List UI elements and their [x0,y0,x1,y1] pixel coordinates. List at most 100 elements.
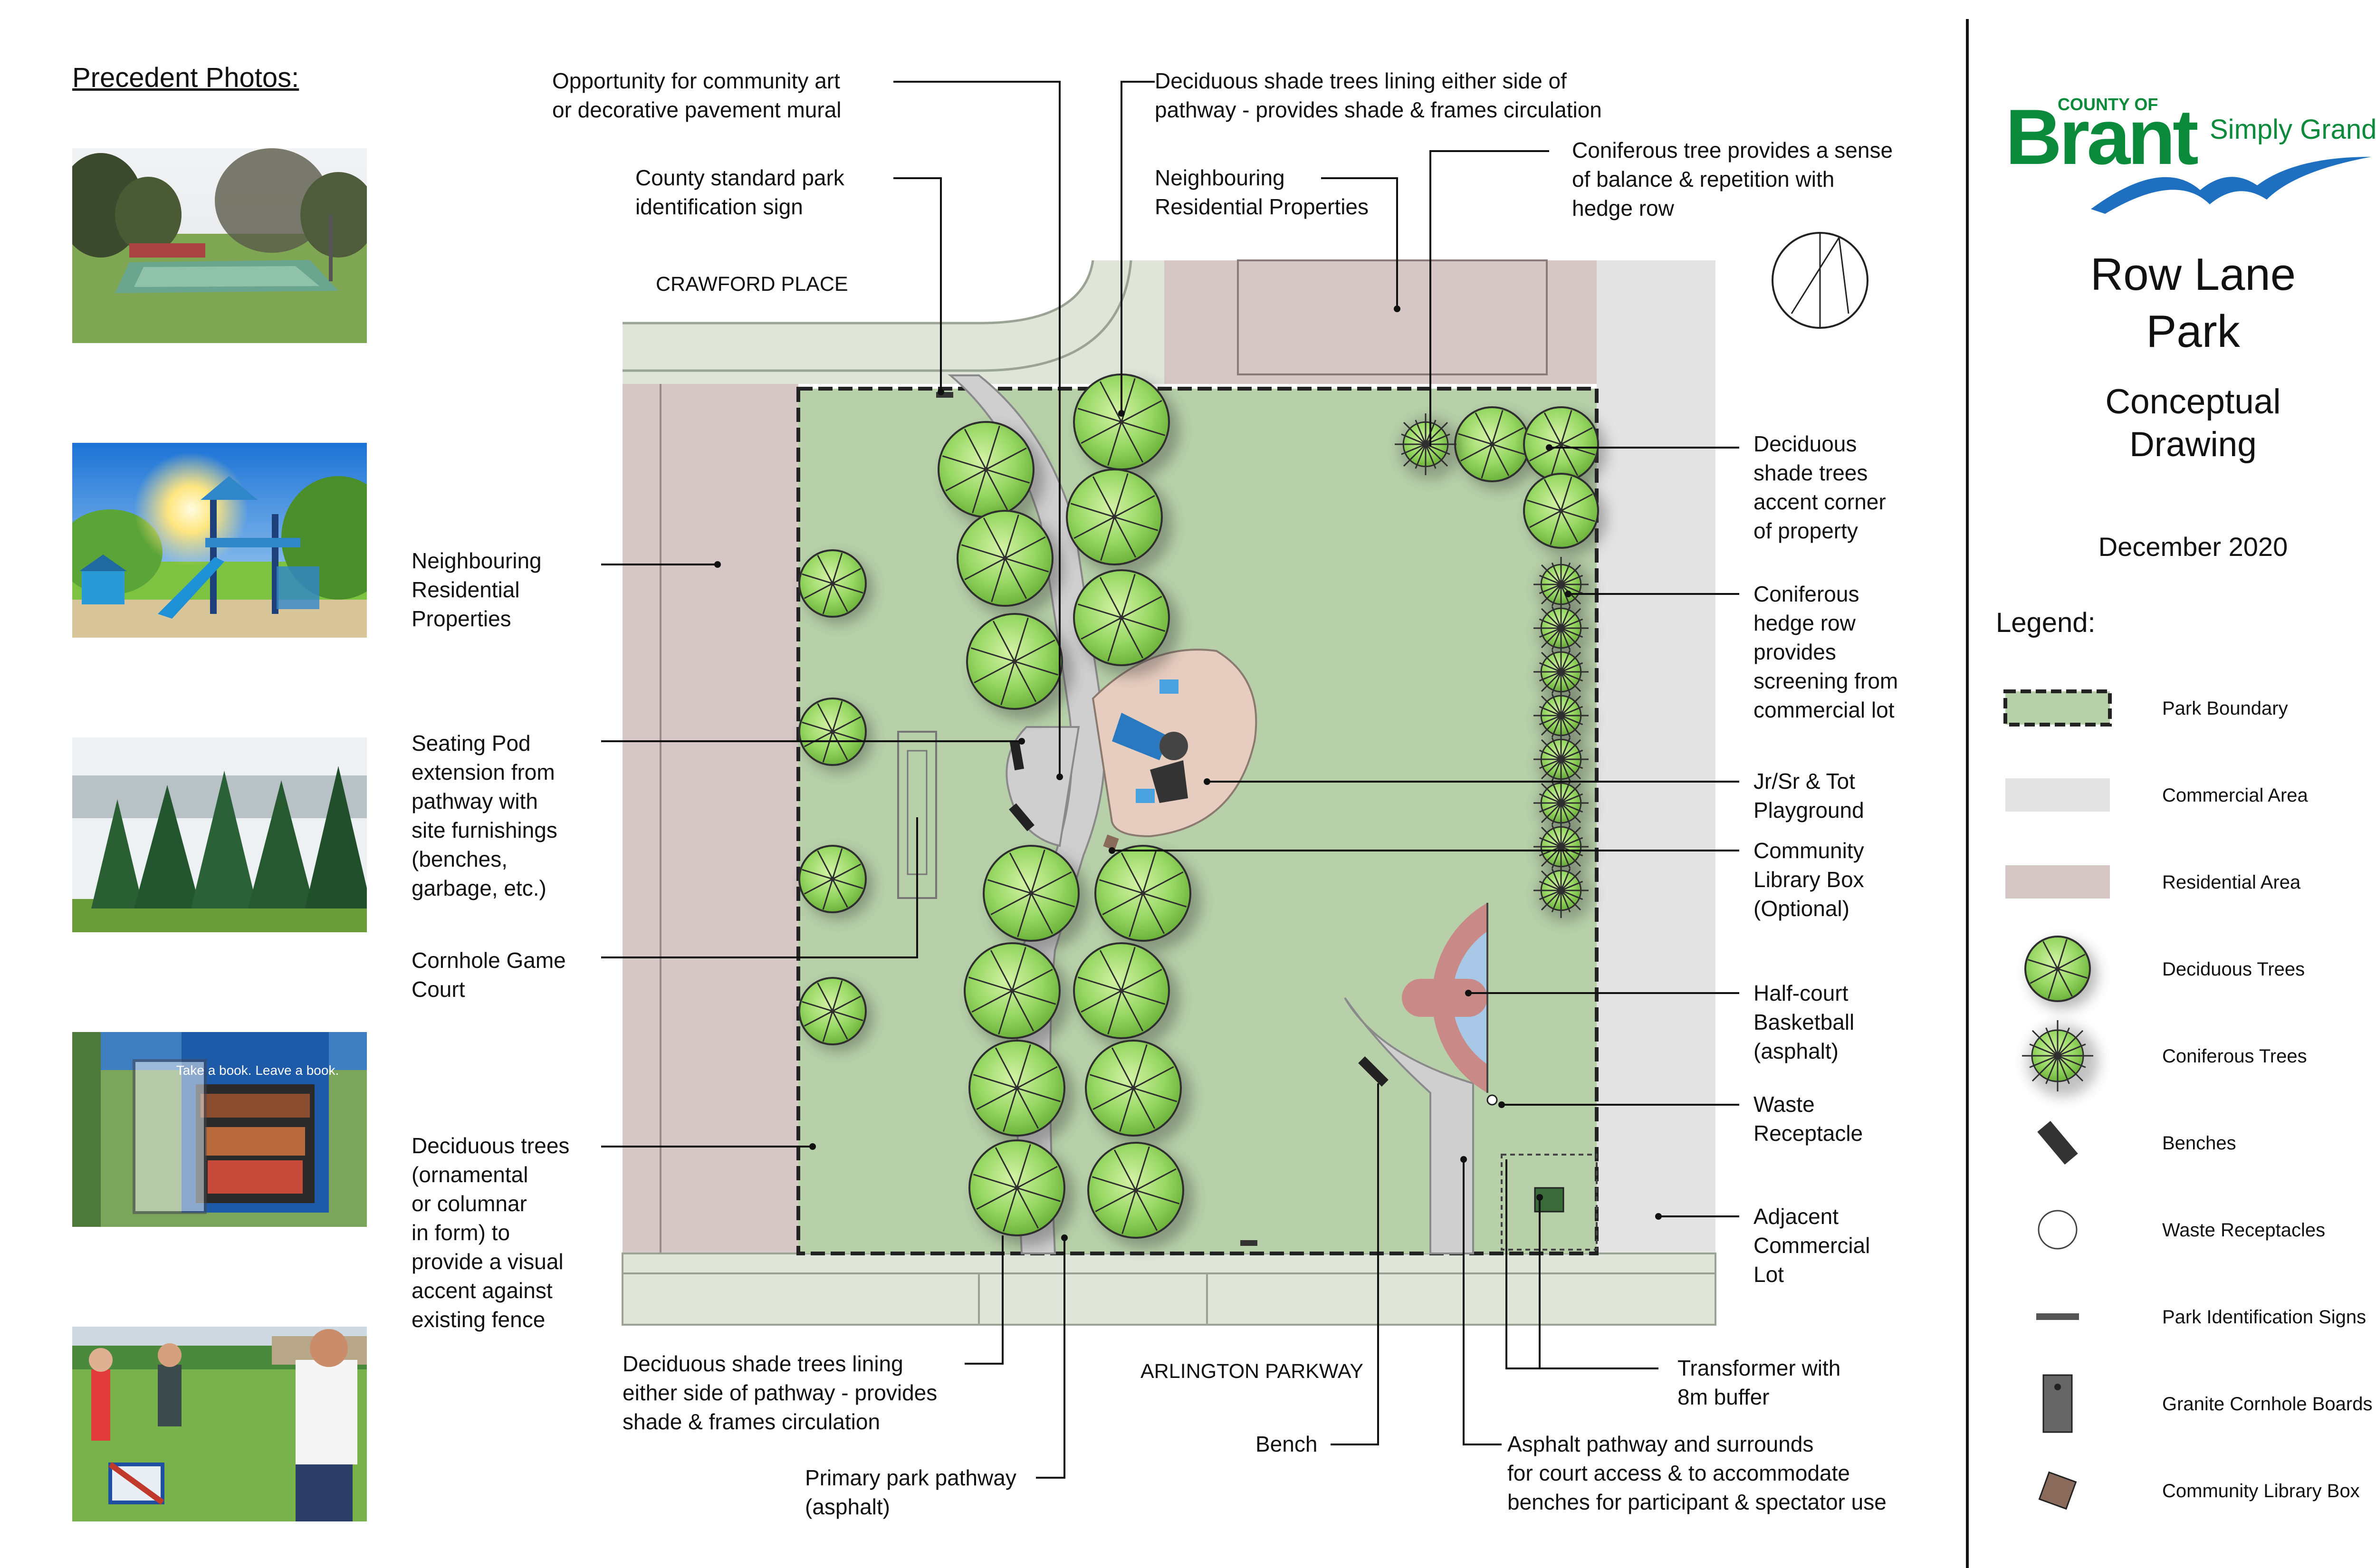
cornhole-photo [72,1327,367,1521]
deciduous-tree-icon [1523,473,1607,556]
park-identification-sign [1240,1240,1257,1246]
deciduous-tree-icon [966,613,1073,720]
coniferous-trees-photo [72,737,367,932]
deciduous-tree-icon [1073,569,1180,676]
deciduous-tree-icon [1454,406,1538,490]
deciduous-tree-icon [968,1040,1075,1147]
legend-item-bench: Benches [2037,1120,2236,1165]
deciduous-tree-icon [798,845,874,920]
site-plan: CRAWFORD PLACE ARLINGTON PARKWAY [412,68,1898,1519]
deciduous-tree-icon [798,977,874,1052]
deciduous-tree-icon [798,549,874,625]
hedge-row-tree-icon [1533,732,1593,791]
court-surround [1344,997,1474,1254]
community-library-box [1103,834,1119,851]
bench [1358,1056,1389,1087]
bench [1009,803,1035,832]
deciduous-tree-icon [1085,1040,1192,1147]
callout-dots [714,306,1662,1241]
hedge-row-tree-icon [1533,775,1593,835]
splash-pad-photo [72,148,367,343]
legend-item-commercial-area: Commercial Area [2005,778,2309,812]
callout-bench: Bench [1255,1432,1317,1456]
park-sign-icon [2036,1313,2079,1320]
deciduous-tree-icon [957,510,1063,617]
legend-item-park-boundary: Park Boundary [2003,689,2288,727]
callout-shade-trees-top: Deciduous shade trees lining either side… [1155,68,1602,122]
park-boundary-icon [2003,689,2112,727]
logo-county-of: COUNTY OF [2058,95,2158,114]
legend-item-cornhole-board: Granite Cornhole Boards [2042,1374,2372,1433]
library-box-photo: Take a book. Leave a book. [72,1032,367,1227]
hedge-row-tree-icon [1533,601,1593,660]
deciduous-tree-icon [1066,468,1173,575]
legend-label: Waste Receptacles [2162,1220,2325,1241]
drawing-date: December 2020 [2098,532,2288,562]
deciduous-tree-icon [938,421,1044,528]
legend-label: Park Boundary [2162,698,2288,719]
residential-area-icon [2005,865,2110,899]
transformer-buffer [1501,1154,1598,1251]
drawing-type-line-2: Drawing [2129,425,2257,464]
playground-photo [72,443,367,638]
deciduous-trees [798,373,1607,1249]
legend-item-park-sign: Park Identification Signs [2036,1307,2366,1328]
north-arrow-icon [1772,232,1868,329]
legend-label: Benches [2162,1133,2236,1154]
legend-item-library-box: Community Library Box [2038,1471,2360,1510]
deciduous-tree-icon [1073,942,1180,1049]
callout-primary-pathway: Primary park pathway(asphalt) [805,1465,1016,1519]
legend-label: Granite Cornhole Boards [2162,1394,2372,1415]
title-block: COUNTY OF Brant Simply Grand Row Lane Pa… [1966,19,2376,1568]
coniferous-tree-icon [2022,1020,2099,1097]
precedent-photos-heading: Precedent Photos: [72,62,299,93]
drawing-type-line-1: Conceptual [2105,382,2280,421]
library-box-icon [2038,1471,2077,1510]
residential-lot-west [623,384,798,1253]
cornhole-board-icon [2042,1374,2073,1433]
deciduous-tree-icon [983,845,1090,952]
park-name-line-2: Park [2146,306,2240,357]
waste-receptacle-icon [2038,1210,2078,1250]
library-box-sign-text: Take a book. Leave a book. [176,1063,339,1078]
legend-label: Community Library Box [2162,1481,2360,1501]
legend-deciduous-tree-icon [2024,936,2098,1009]
deciduous-tree-icon [1523,406,1607,490]
park-name-line-1: Row Lane [2090,249,2296,300]
deciduous-tree-icon [964,942,1071,1049]
county-of-brant-logo: COUNTY OF Brant Simply Grand [2005,93,2376,214]
deciduous-tree-icon [798,698,874,773]
coniferous-trees [1395,413,1593,922]
logo-name: Brant [2005,93,2198,181]
deciduous-tree-icon [1087,1142,1194,1249]
legend-label: Residential Area [2162,872,2301,893]
commercial-area-icon [2005,778,2110,812]
callout-leaders [601,81,1739,1479]
deciduous-tree-icon [1073,373,1180,480]
bench [1009,740,1025,771]
deciduous-tree-icon [968,1139,1075,1246]
legend-label: Park Identification Signs [2162,1307,2366,1328]
street-name-south: ARLINGTON PARKWAY [1140,1360,1363,1383]
deciduous-tree-icon [2024,936,2098,1009]
street-name-north: CRAWFORD PLACE [656,273,848,296]
legend-item-residential-area: Residential Area [2005,865,2301,899]
logo-tagline: Simply Grand [2210,114,2376,145]
